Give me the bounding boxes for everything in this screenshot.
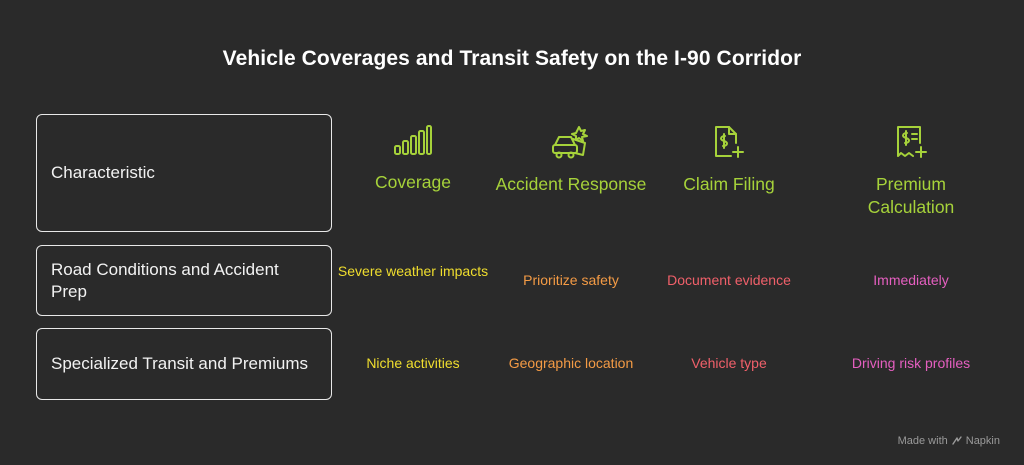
cell-road-accident-response: Prioritize safety [523,272,619,288]
column-header-coverage: Coverage [333,125,493,194]
column-label: Premium Calculation [867,174,955,217]
column-header-claim-filing: Claim Filing [649,125,809,196]
column-header-accident-response: Accident Response [491,125,651,196]
receipt-dollar-plus-icon [897,126,927,158]
napkin-logo-icon [952,436,962,445]
row-header-characteristic: Characteristic [36,114,332,232]
cell-road-claim-filing: Document evidence [667,272,791,288]
cell-road-coverage: Severe weather impacts [337,263,489,279]
footer-made-with: Made with [897,435,948,447]
cell-transit-accident-response: Geographic location [508,355,634,371]
column-label: Claim Filing [683,174,775,194]
column-header-premium-calculation: Premium Calculation [831,125,991,219]
page-title: Vehicle Coverages and Transit Safety on … [222,47,802,70]
column-label: Accident Response [495,174,647,194]
document-dollar-plus-icon [715,126,744,158]
column-label: Coverage [375,172,451,192]
row-header-specialized-transit: Specialized Transit and Premiums [36,328,332,400]
car-accident-icon [552,126,588,159]
cell-transit-premium-calculation: Driving risk profiles [851,355,971,371]
cell-transit-coverage: Niche activities [366,355,460,371]
cell-road-premium-calculation: Immediately [873,272,949,288]
footer-attribution: Made with Napkin [898,435,1000,447]
footer-brand: Napkin [965,435,1000,447]
row-header-road-conditions: Road Conditions and Accident Prep [36,245,332,316]
signal-bars-icon [394,125,432,155]
cell-transit-claim-filing: Vehicle type [691,355,767,371]
